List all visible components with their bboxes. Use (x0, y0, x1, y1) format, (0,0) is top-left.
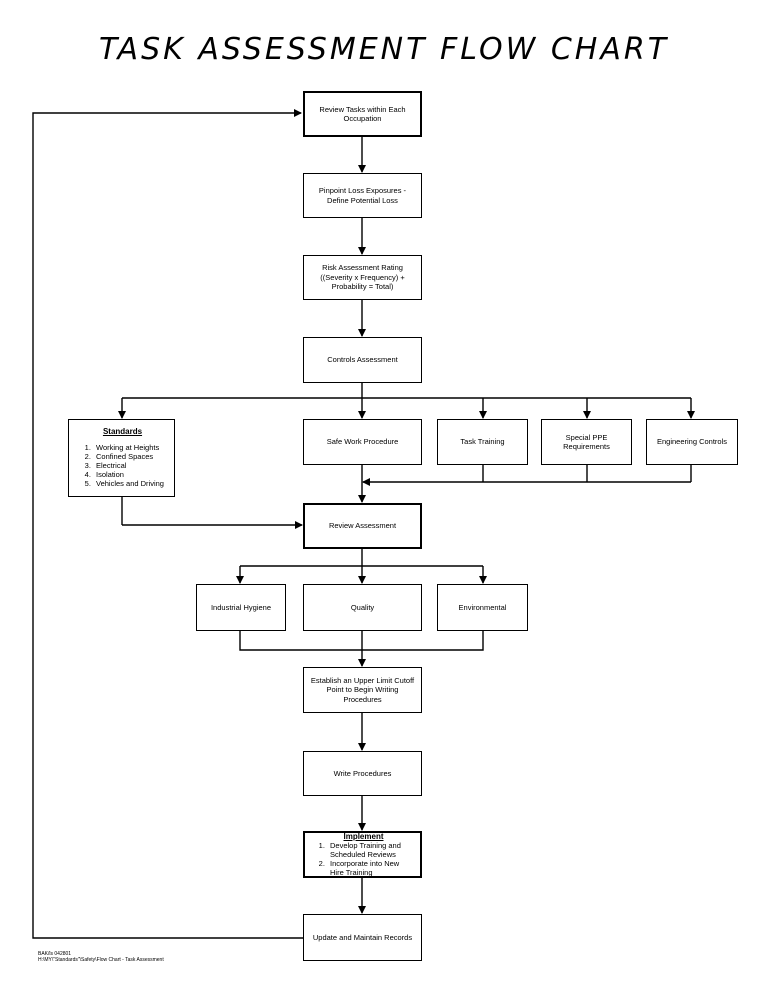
standards-title: Standards (102, 427, 143, 436)
node-engineering-controls: Engineering Controls (646, 419, 738, 465)
node-safe-work-procedure: Safe Work Procedure (303, 419, 422, 465)
node-implement: Implement Develop Training and Scheduled… (303, 831, 422, 878)
standards-list: Working at Heights Confined Spaces Elect… (79, 443, 166, 488)
node-upper-limit: Establish an Upper Limit Cutoff Point to… (303, 667, 422, 713)
implement-item: Incorporate into New Hire Training (327, 859, 414, 877)
standards-item: Isolation (93, 470, 166, 479)
node-review-assessment: Review Assessment (303, 503, 422, 549)
footer-file-path: H:\MY\"Standards"\Safety\Flow Chart - Ta… (38, 957, 164, 963)
node-quality: Quality (303, 584, 422, 631)
node-controls-assessment: Controls Assessment (303, 337, 422, 383)
standards-item: Electrical (93, 461, 166, 470)
standards-item: Working at Heights (93, 443, 166, 452)
footer: BAK/ls 042801 H:\MY\"Standards"\Safety\F… (38, 951, 164, 963)
node-standards: Standards Working at Heights Confined Sp… (68, 419, 175, 497)
implement-list: Develop Training and Scheduled Reviews I… (313, 841, 414, 877)
node-update-records: Update and Maintain Records (303, 914, 422, 961)
node-review-tasks: Review Tasks within Each Occupation (303, 91, 422, 137)
implement-title: Implement (343, 832, 384, 841)
node-task-training: Task Training (437, 419, 528, 465)
arrow-feedback-loop (32, 109, 303, 939)
standards-item: Confined Spaces (93, 452, 166, 461)
node-industrial-hygiene: Industrial Hygiene (196, 584, 286, 631)
node-special-ppe: Special PPE Requirements (541, 419, 632, 465)
node-environmental: Environmental (437, 584, 528, 631)
node-pinpoint-loss: Pinpoint Loss Exposures - Define Potenti… (303, 173, 422, 218)
node-write-procedures: Write Procedures (303, 751, 422, 796)
page-title: TASK ASSESSMENT FLOW CHART (98, 32, 670, 67)
footer-author-code: BAK/ls 042801 (38, 951, 72, 957)
implement-item: Develop Training and Scheduled Reviews (327, 841, 414, 859)
standards-item: Vehicles and Driving (93, 479, 166, 488)
node-risk-rating: Risk Assessment Rating ((Severity x Freq… (303, 255, 422, 300)
